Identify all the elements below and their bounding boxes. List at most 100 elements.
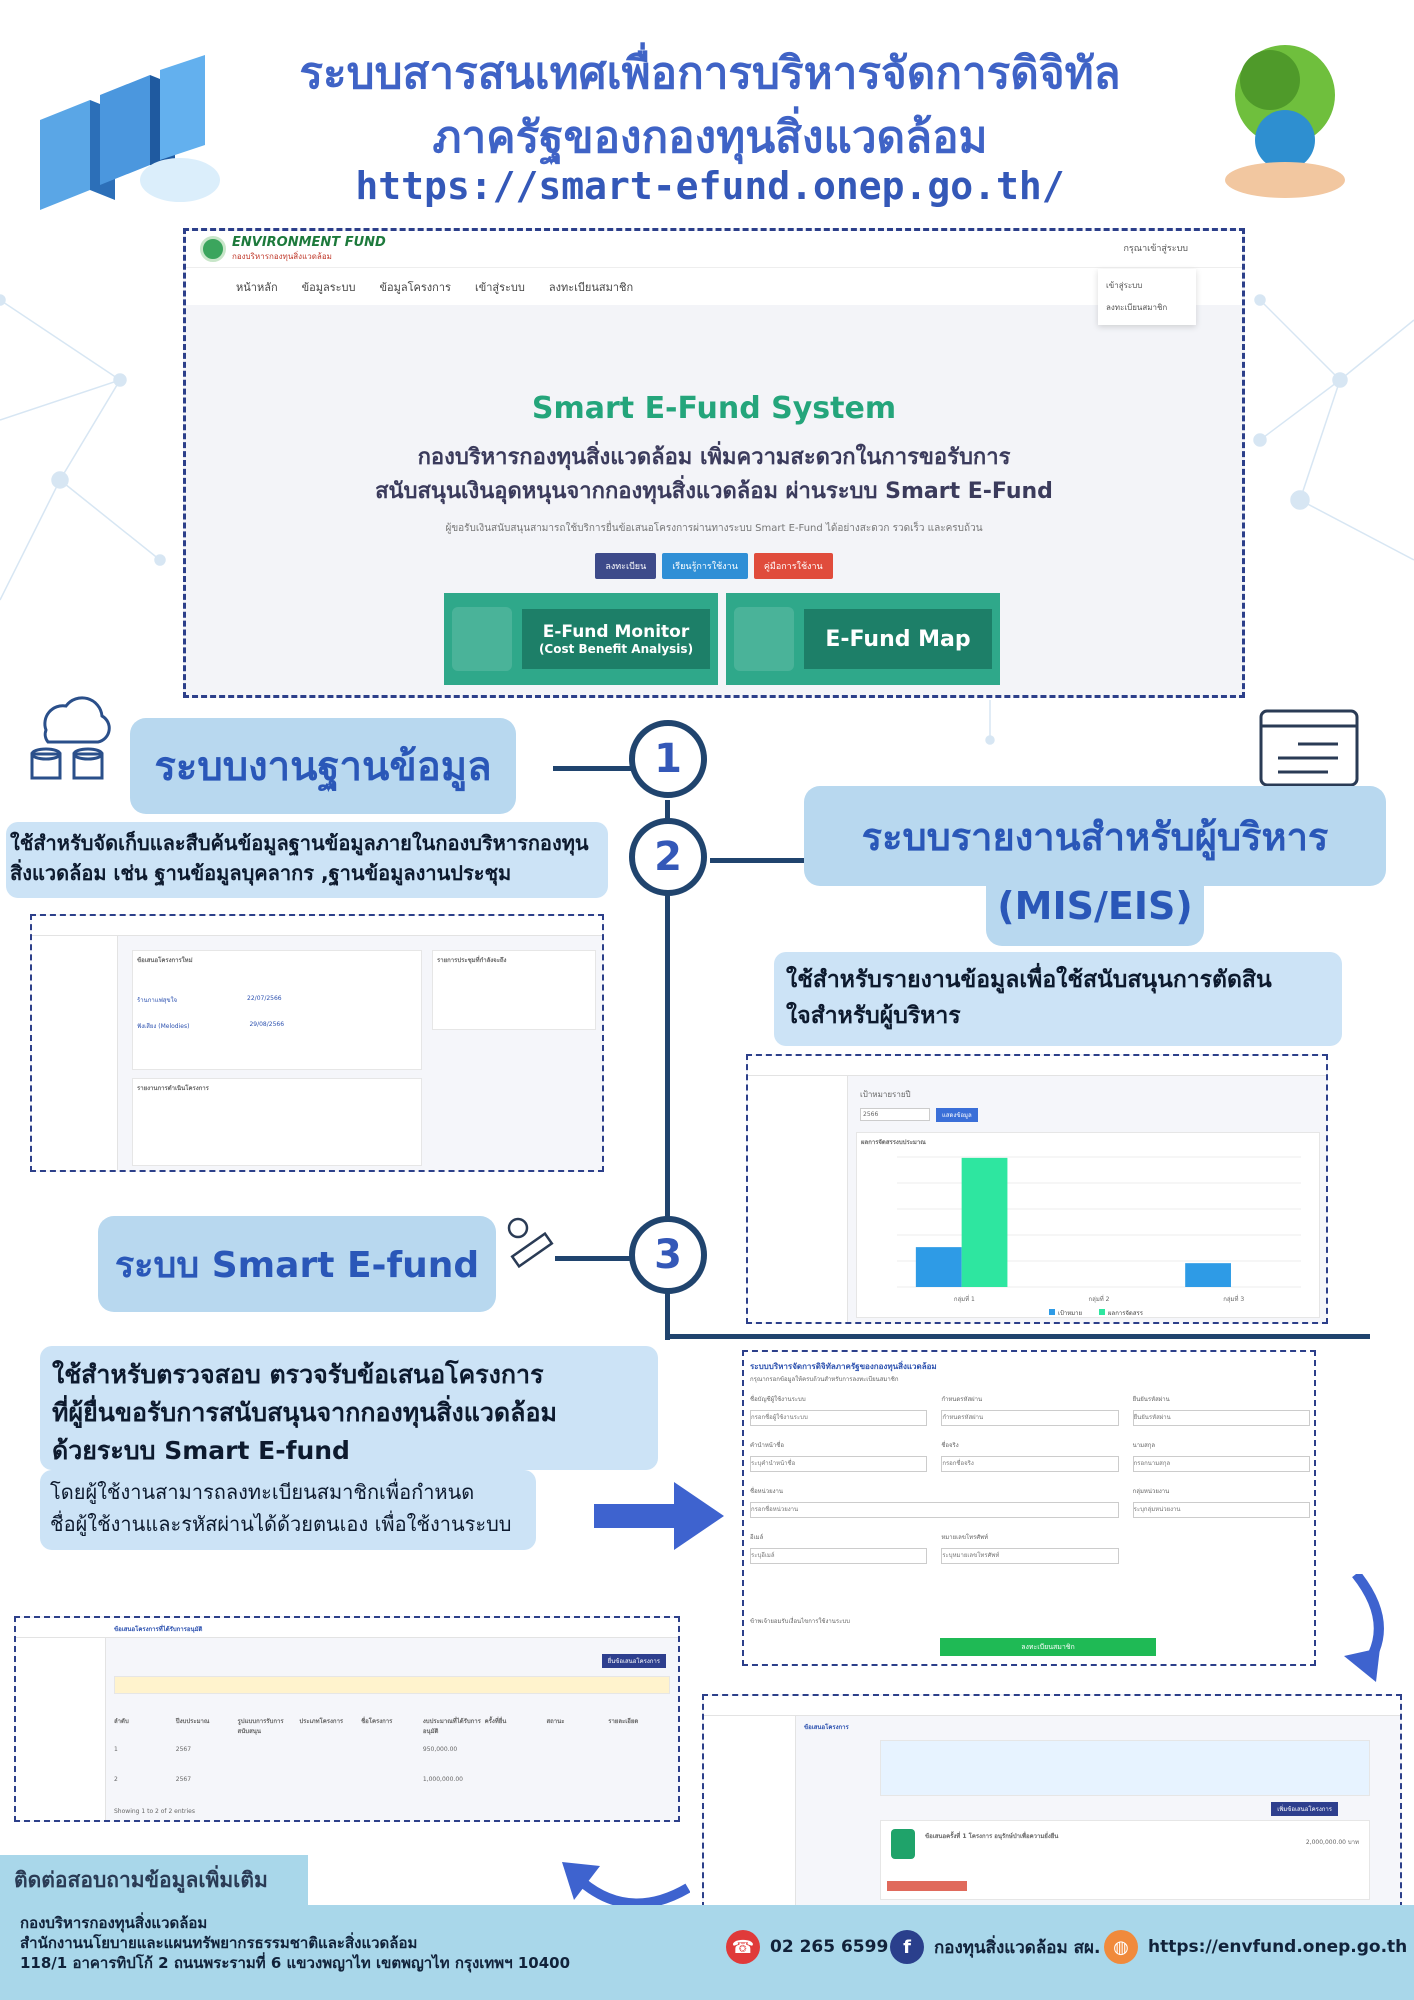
environment-fund-logo: ENVIRONMENT FUND กองบริหารกองทุนสิ่งแวดล… bbox=[200, 235, 386, 263]
list-table-header: ลำดับ ปีงบประมาณ รูปแบบการรับการสนับสนุน… bbox=[114, 1716, 670, 1736]
contact-footer: ติดต่อสอบถามข้อมูลเพิ่มเติม กองบริหารกอง… bbox=[0, 1855, 1414, 2000]
globe-tree-illustration bbox=[1225, 45, 1345, 198]
contact-heading: ติดต่อสอบถามข้อมูลเพิ่มเติม bbox=[0, 1855, 308, 1905]
efund-map-card[interactable]: E-Fund Map bbox=[726, 593, 1000, 685]
db-new-proposals-panel: ข้อเสนอโครงการใหม่ ร้านกาแฟสุขใจ 22/07/2… bbox=[132, 950, 422, 1070]
logo-text: ENVIRONMENT FUND bbox=[232, 235, 386, 250]
hero-buttons: ลงทะเบียน เรียนรู้การใช้งาน คู่มือการใช้… bbox=[186, 553, 1242, 579]
col-year: ปีงบประมาณ bbox=[175, 1718, 210, 1725]
col-no: ลำดับ bbox=[114, 1718, 129, 1725]
chart-x-tick-label: กลุ่มที่ 1 bbox=[954, 1295, 975, 1303]
col-support-type: รูปแบบการรับการสนับสนุน bbox=[237, 1718, 284, 1735]
consent-checkbox[interactable]: ข้าพเจ้ายอมรับเงื่อนไขการใช้งานระบบ bbox=[750, 1618, 850, 1625]
db-panel3-title: รายการประชุมที่กำลังจะถึง bbox=[437, 957, 507, 964]
password-input[interactable] bbox=[941, 1410, 1119, 1426]
agency-input[interactable] bbox=[750, 1502, 1119, 1518]
manual-button[interactable]: คู่มือการใช้งาน bbox=[753, 553, 833, 579]
row1-no: 1 bbox=[114, 1746, 118, 1753]
db-row2-name[interactable]: ฟังเสียง (Melodies) bbox=[137, 1023, 190, 1030]
nav-home[interactable]: หน้าหลัก bbox=[236, 280, 278, 294]
user-login-prompt[interactable]: กรุณาเข้าสู่ระบบ bbox=[1115, 235, 1196, 261]
logo-emblem-icon bbox=[200, 236, 226, 262]
col-project-name: ชื่อโครงการ bbox=[361, 1718, 393, 1725]
db-row1-name[interactable]: ร้านกาแฟสุขใจ bbox=[137, 997, 178, 1004]
email-input[interactable] bbox=[750, 1548, 928, 1564]
menu-login[interactable]: เข้าสู่ระบบ bbox=[1106, 281, 1143, 290]
proj-item-title: ข้อเสนอครั้งที่ 1 โครงการ อนุรักษ์ป่าเพื… bbox=[925, 1833, 1059, 1840]
user-dropdown-menu: เข้าสู่ระบบ ลงทะเบียนสมาชิก bbox=[1098, 269, 1196, 325]
proj-sidebar bbox=[704, 1716, 796, 1906]
form-fields: ชื่อบัญชีผู้ใช้งานระบบ กำหนดรหัสผ่าน ยืน… bbox=[750, 1394, 1310, 1564]
connector-3 bbox=[555, 1256, 631, 1261]
step-3-badge: 3 bbox=[629, 1216, 707, 1294]
connector-horizontal bbox=[665, 1334, 1370, 1339]
page-title-line1: ระบบสารสนเทศเพื่อการบริหารจัดการดิจิทัล bbox=[299, 48, 1121, 99]
menu-register[interactable]: ลงทะเบียนสมาชิก bbox=[1106, 303, 1168, 312]
mis-chart-title: ผลการจัดสรรงบประมาณ bbox=[861, 1139, 926, 1146]
efund-monitor-card[interactable]: E-Fund Monitor (Cost Benefit Analysis) bbox=[444, 593, 718, 685]
page-title-line2: ภาครัฐของกองทุนสิ่งแวดล้อม bbox=[432, 112, 988, 163]
mis-sidebar bbox=[748, 1076, 848, 1322]
db-row2-date: 29/08/2566 bbox=[249, 1021, 285, 1028]
contact-facebook[interactable]: f กองทุนสิ่งแวดล้อม สผ. bbox=[890, 1930, 1100, 1964]
phone-icon: ☎ bbox=[726, 1930, 760, 1964]
section-1-desc-line2: สิ่งแวดล้อม เช่น ฐานข้อมูลบุคลากร ,ฐานข้… bbox=[10, 861, 512, 885]
mis-search-button[interactable]: แสดงข้อมูล bbox=[936, 1108, 978, 1122]
nav-project-info[interactable]: ข้อมูลโครงการ bbox=[379, 280, 451, 294]
mis-report-screenshot: เป้าหมายรายปี 2566 แสดงข้อมูล ผลการจัดสร… bbox=[746, 1054, 1328, 1324]
connector-2 bbox=[710, 858, 810, 863]
contact-website[interactable]: ◍ https://envfund.onep.go.th bbox=[1104, 1930, 1407, 1964]
section-1-title: ระบบงานฐานข้อมูล bbox=[130, 718, 516, 814]
col-project-type: ประเภทโครงการ bbox=[299, 1718, 344, 1725]
username-input[interactable] bbox=[750, 1410, 928, 1426]
submit-register-button[interactable]: ลงทะเบียนสมาชิก bbox=[940, 1638, 1156, 1656]
submit-proposal-button[interactable]: ยื่นข้อเสนอโครงการ bbox=[601, 1654, 666, 1668]
leaf-icon bbox=[891, 1829, 915, 1859]
map-pin-icon bbox=[734, 607, 794, 671]
add-proposal-button[interactable]: เพิ่มข้อเสนอโครงการ bbox=[1271, 1802, 1338, 1816]
lastname-input[interactable] bbox=[1132, 1456, 1310, 1472]
nav-register[interactable]: ลงทะเบียนสมาชิก bbox=[548, 280, 634, 294]
hero-caption: ผู้ขอรับเงินสนับสนุนสามารถใช้บริการยื่นข… bbox=[445, 523, 983, 534]
monitor-chart-icon bbox=[452, 607, 512, 671]
field-label-lastname: นามสกุล bbox=[1132, 1442, 1156, 1449]
chart-bar[interactable] bbox=[961, 1157, 1008, 1287]
confirm-password-input[interactable] bbox=[1132, 1410, 1310, 1426]
learn-button[interactable]: เรียนรู้การใช้งาน bbox=[662, 553, 748, 579]
row2-year: 2567 bbox=[175, 1776, 192, 1783]
list-pagination-info: Showing 1 to 2 of 2 entries bbox=[114, 1808, 195, 1815]
section-3-sub-line2: ชื่อผู้ใช้งานและรหัสผ่านได้ด้วยตนเอง เพื… bbox=[50, 1512, 512, 1536]
field-label-prefix: คำนำหน้าชื่อ bbox=[750, 1442, 784, 1449]
system-url[interactable]: https://smart-efund.onep.go.th/ bbox=[355, 164, 1065, 208]
nav-login[interactable]: เข้าสู่ระบบ bbox=[474, 280, 525, 294]
chart-bar[interactable] bbox=[915, 1247, 962, 1287]
contact-phone[interactable]: ☎ 02 265 6599 bbox=[726, 1930, 888, 1964]
phone-input[interactable] bbox=[941, 1548, 1119, 1564]
form-title: ระบบบริหารจัดการดิจิทัลภาครัฐของกองทุนสิ… bbox=[750, 1362, 937, 1371]
nav-system-info[interactable]: ข้อมูลระบบ bbox=[301, 280, 356, 294]
list-sidebar bbox=[16, 1638, 106, 1820]
section-3-desc-line3: ด้วยระบบ Smart E-fund bbox=[52, 1436, 350, 1465]
field-label-agency: ชื่อหน่วยงาน bbox=[750, 1488, 784, 1495]
phone-number: 02 265 6599 bbox=[770, 1937, 889, 1957]
table-row: 2 2567 1,000,000.00 bbox=[114, 1776, 670, 1783]
register-button[interactable]: ลงทะเบียน bbox=[595, 553, 657, 579]
agency-group-select[interactable] bbox=[1132, 1502, 1310, 1518]
row1-year: 2567 bbox=[175, 1746, 192, 1753]
efund-monitor-title: E-Fund Monitor bbox=[542, 622, 690, 642]
database-system-screenshot: ข้อเสนอโครงการใหม่ ร้านกาแฟสุขใจ 22/07/2… bbox=[30, 914, 604, 1172]
proj-item-card: ข้อเสนอครั้งที่ 1 โครงการ อนุรักษ์ป่าเพื… bbox=[880, 1820, 1370, 1900]
approved-projects-screenshot: ข้อเสนอโครงการที่ได้รับการอนุมัติ ยื่นข้… bbox=[14, 1616, 680, 1822]
facebook-icon: f bbox=[890, 1930, 924, 1964]
smart-efund-home-screenshot: ENVIRONMENT FUND กองบริหารกองทุนสิ่งแวดล… bbox=[183, 228, 1245, 698]
mis-year-select[interactable]: 2566 bbox=[860, 1108, 930, 1121]
firstname-input[interactable] bbox=[941, 1456, 1119, 1472]
section-3-title: ระบบ Smart E-fund bbox=[98, 1216, 496, 1312]
chart-x-tick-label: กลุ่มที่ 2 bbox=[1089, 1295, 1110, 1303]
address-line2: สำนักงานนโยบายและแผนทรัพยากรธรรมชาติและส… bbox=[20, 1934, 418, 1952]
logo-subtext: กองบริหารกองทุนสิ่งแวดล้อม bbox=[232, 252, 332, 261]
globe-icon: ◍ bbox=[1104, 1930, 1138, 1964]
col-status: สถานะ bbox=[546, 1718, 565, 1725]
prefix-input[interactable] bbox=[750, 1456, 928, 1472]
chart-bar[interactable] bbox=[1185, 1263, 1231, 1287]
